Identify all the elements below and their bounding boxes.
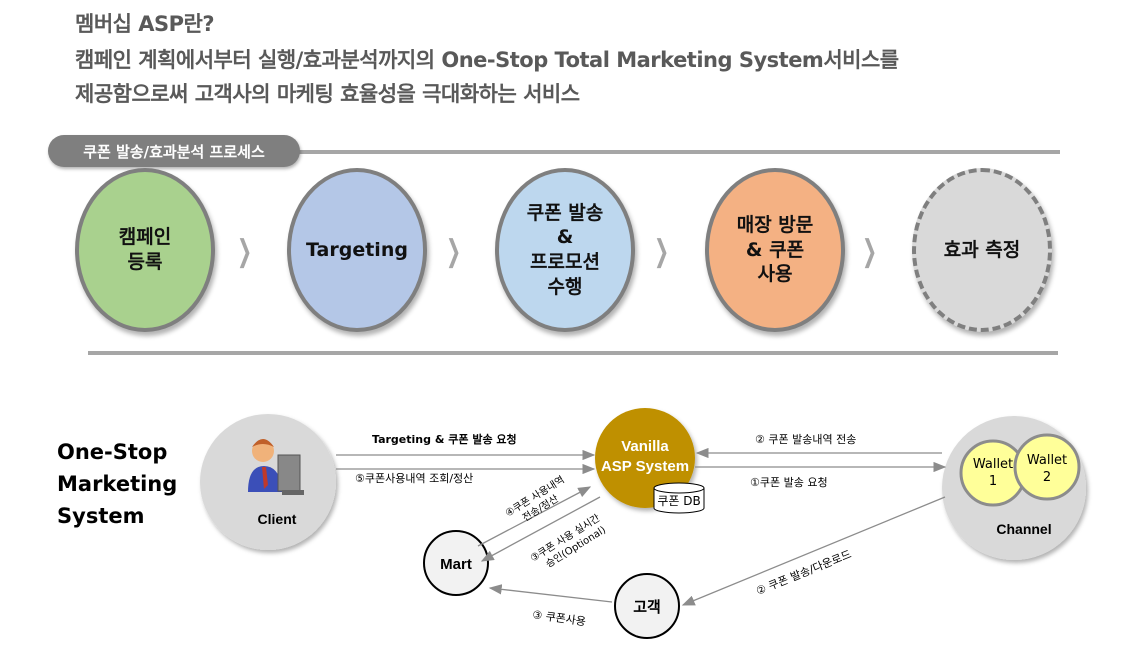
heading-description-2: 제공함으로써 고객사의 마케팅 효율성을 극대화하는 서비스 — [75, 82, 580, 106]
wallet-2-label: Wallet — [1027, 453, 1067, 468]
channel-node — [942, 416, 1086, 560]
step-campaign-register: 캠페인 등록 — [75, 168, 215, 332]
wallet-1 — [959, 439, 1027, 507]
edge-label-targeting: Targeting & 쿠폰 발송 요청 — [372, 432, 517, 446]
chevron-right-icon: ❯ — [654, 234, 670, 269]
edge-label-settle: ⑤쿠폰사용내역 조회/정산 — [355, 472, 473, 485]
chevron-right-icon: ❯ — [446, 234, 462, 269]
mart-label: Mart — [440, 556, 472, 573]
heading-description-1: 캠페인 계획에서부터 실행/효과분석까지의 One-Stop Total Mar… — [75, 48, 899, 72]
step-effect-measure: 효과 측정 — [912, 168, 1052, 332]
vanilla-asp-node — [595, 408, 695, 508]
edge-label-mart-report-2: 전송/정산 — [520, 493, 560, 524]
db-label: 쿠폰 DB — [657, 494, 700, 508]
wallet-1-number: 1 — [989, 474, 997, 489]
chevron-right-icon: ❯ — [862, 234, 878, 269]
client-label: Client — [258, 511, 297, 527]
edge-label-download: ② 쿠폰 발송/다운로드 — [754, 548, 853, 598]
system-title: One-Stop Marketing System — [57, 440, 178, 528]
edge-label-use: ③ 쿠폰사용 — [532, 608, 587, 628]
database-icon — [653, 482, 705, 514]
user-computer-icon — [248, 439, 304, 495]
heading-question: 멤버십 ASP란? — [75, 12, 215, 36]
edge-label-send-history: ② 쿠폰 발송내역 전송 — [755, 433, 856, 446]
customer-label: 고객 — [633, 598, 661, 616]
chevron-right-icon: ❯ — [237, 234, 253, 269]
edge-label-approval-1: ③쿠폰 사용 실시간 — [528, 512, 602, 564]
step-coupon-issue: 쿠폰 발송 & 프로모션 수행 — [495, 168, 635, 332]
edge-mart-report — [477, 486, 592, 547]
edge-use — [488, 584, 613, 603]
step-targeting: Targeting — [287, 168, 427, 332]
customer-node — [614, 573, 680, 639]
edge-label-approval-2: 승인(Optional) — [544, 524, 609, 571]
mart-node — [423, 530, 489, 596]
vanilla-label-2: ASP System — [601, 458, 689, 475]
process-label: 쿠폰 발송/효과분석 프로세스 — [48, 135, 300, 167]
wallet-1-label: Wallet — [973, 457, 1013, 472]
client-node — [200, 414, 336, 550]
step-store-visit: 매장 방문 & 쿠폰 사용 — [705, 168, 845, 332]
vanilla-label-1: Vanilla — [621, 438, 669, 455]
section-line — [290, 150, 1060, 154]
wallet-2 — [1013, 433, 1081, 501]
edge-label-issue-request: ①쿠폰 발송 요청 — [750, 476, 828, 489]
divider — [88, 351, 1058, 355]
wallet-2-number: 2 — [1043, 470, 1051, 485]
edge-label-mart-report-1: ④쿠폰 사용내역 — [503, 474, 566, 520]
edge-download — [681, 496, 946, 606]
channel-label: Channel — [996, 521, 1051, 537]
edge-approval — [480, 496, 601, 562]
